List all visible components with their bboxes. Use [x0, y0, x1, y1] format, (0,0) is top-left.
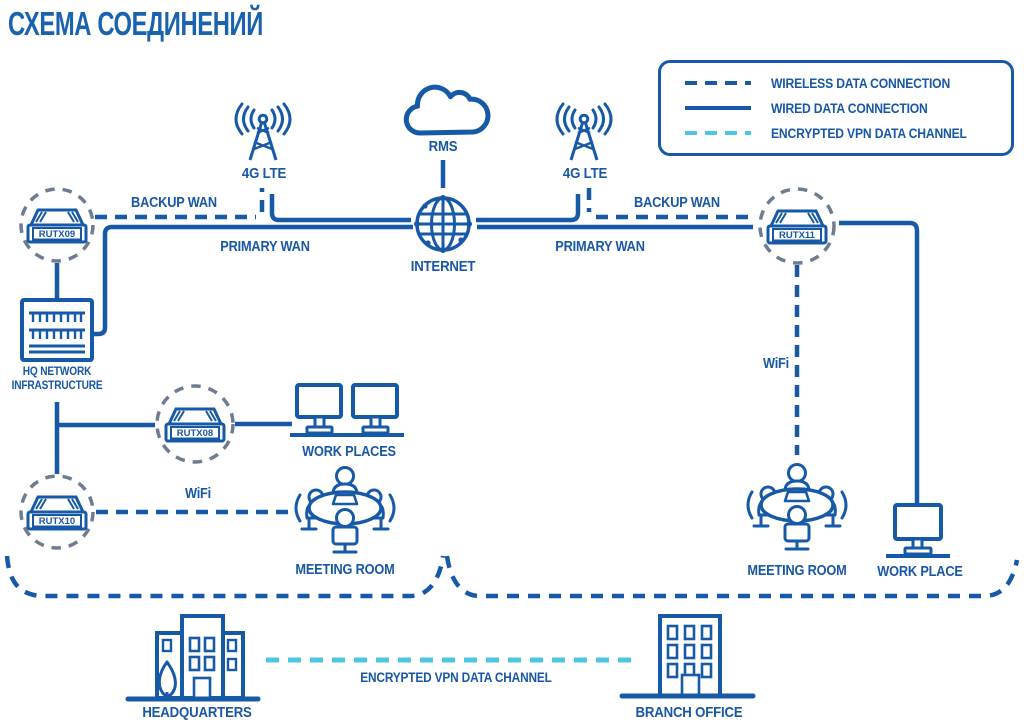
branch-group-brace — [444, 555, 1020, 599]
legend-label-wireless: WIRELESS DATA CONNECTION — [771, 75, 951, 91]
cell-tower-right-icon — [555, 102, 613, 161]
internet-label: INTERNET — [410, 258, 476, 275]
backup-wan-right-label: BACKUP WAN — [634, 195, 720, 211]
legend-row-wireless: WIRELESS DATA CONNECTION — [685, 75, 1011, 91]
rutx09-circle — [19, 187, 95, 263]
page-title: СХЕМА СОЕДИНЕНИЙ — [8, 5, 263, 42]
legend-box: WIRELESS DATA CONNECTION WIRED DATA CONN… — [658, 60, 1014, 156]
meeting-room-left-icon — [294, 466, 396, 554]
hq-group-brace — [4, 555, 446, 599]
wireless-connection-lines — [95, 188, 800, 515]
rms-cloud-icon — [403, 84, 491, 136]
branch-office-label: BRANCH OFFICE — [635, 704, 743, 721]
vpn-line-sample — [685, 130, 751, 136]
router-highlight-circles — [19, 187, 836, 550]
rutx10-circle — [19, 474, 95, 550]
backup-wan-left-label: BACKUP WAN — [131, 195, 217, 211]
wifi-right-label: WiFi — [762, 356, 790, 372]
headquarters-building-icon — [125, 614, 261, 702]
lte-left-internet-line — [269, 194, 411, 223]
work-place-right-label: WORK PLACE — [877, 564, 963, 580]
lte-left-label: 4G LTE — [241, 165, 287, 182]
router-label: RUTX10 — [39, 516, 75, 527]
router-label: RUTX08 — [177, 428, 213, 439]
meeting-room-right-label: MEETING ROOM — [747, 563, 847, 579]
legend-label-wired: WIRED DATA CONNECTION — [771, 100, 928, 116]
internet-globe-icon — [414, 195, 472, 253]
router-rutx10-icon: RUTX10 — [26, 495, 88, 531]
rutx08-circle — [155, 384, 235, 464]
primary-wan-left-label: PRIMARY WAN — [220, 239, 310, 255]
work-places-icon — [290, 383, 404, 437]
router-rutx09-icon: RUTX09 — [26, 208, 88, 244]
meeting-room-left-label: MEETING ROOM — [295, 562, 395, 578]
wired-line-sample — [685, 105, 751, 111]
legend-row-wired: WIRED DATA CONNECTION — [685, 100, 1011, 116]
router-rutx08-icon: RUTX08 — [164, 407, 226, 443]
branch-office-building-icon — [619, 614, 756, 699]
wireless-line-sample — [685, 80, 751, 86]
primary-wan-left-line — [93, 224, 413, 337]
legend-label-vpn: ENCRYPTED VPN DATA CHANNEL — [771, 125, 967, 141]
hq-infrastructure-label-line2: INFRASTRUCTURE — [11, 380, 103, 392]
rutx11-workplace-line — [839, 220, 920, 503]
cell-tower-left-icon — [234, 102, 292, 161]
vpn-channel-label: ENCRYPTED VPN DATA CHANNEL — [360, 670, 552, 685]
lte-right-label: 4G LTE — [562, 165, 608, 182]
wired-connection-lines — [54, 160, 920, 503]
meeting-room-right-icon — [746, 463, 848, 551]
work-place-right-icon — [886, 503, 950, 558]
rutx11-circle — [758, 187, 836, 265]
network-rack-icon — [20, 298, 94, 362]
work-places-label: WORK PLACES — [302, 444, 396, 460]
router-rutx11-icon: RUTX11 — [766, 209, 828, 245]
router-label: RUTX09 — [39, 229, 75, 240]
router-label: RUTX11 — [779, 230, 816, 241]
legend-row-vpn: ENCRYPTED VPN DATA CHANNEL — [685, 125, 1011, 141]
site-group-braces — [4, 555, 1020, 599]
lte-right-internet-line — [476, 194, 581, 223]
headquarters-label: HEADQUARTERS — [142, 704, 252, 721]
rms-label: RMS — [428, 138, 458, 155]
primary-wan-right-label: PRIMARY WAN — [555, 239, 645, 255]
hq-infrastructure-label-line1: HQ NETWORK — [22, 366, 92, 378]
wifi-left-label: WiFi — [184, 486, 212, 502]
